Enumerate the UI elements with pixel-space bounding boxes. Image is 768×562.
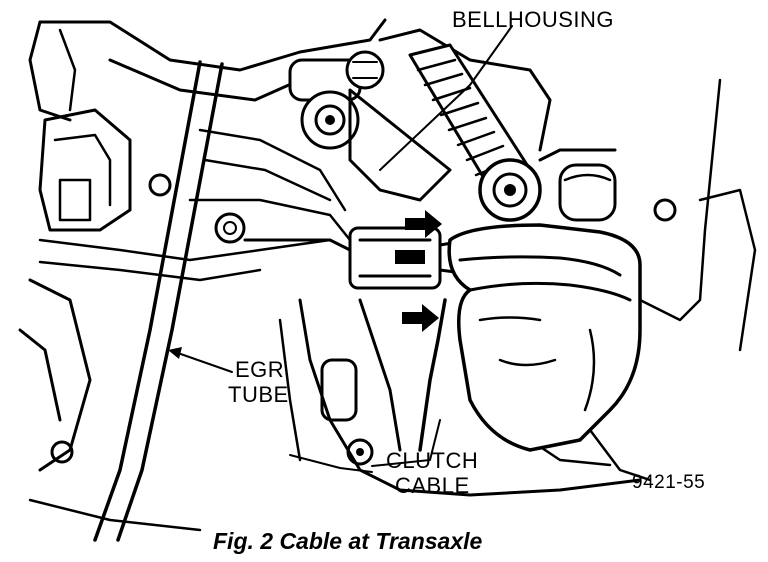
label-clutch-cable-line1: CLUTCH: [386, 448, 478, 473]
label-bellhousing: BELLHOUSING: [452, 7, 614, 32]
figure-number: 9421-55: [632, 472, 705, 493]
label-clutch-cable-line2: CABLE: [395, 473, 470, 498]
label-egr-tube-line1: EGR: [235, 357, 284, 382]
hand: [447, 223, 642, 452]
clutch-cable: [243, 226, 472, 452]
direction-arrows: [402, 210, 442, 332]
leader-lines: [168, 25, 513, 473]
engine-bay-drawing: [18, 18, 757, 542]
figure-caption: Fig. 2 Cable at Transaxle: [213, 528, 483, 554]
label-egr-tube-line2: TUBE: [228, 382, 289, 407]
